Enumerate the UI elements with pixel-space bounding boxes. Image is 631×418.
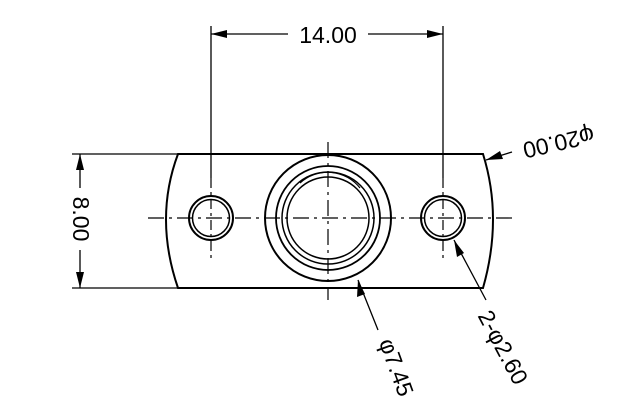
arrowhead-center-hole — [357, 280, 365, 297]
dimension-height-label: 8.00 — [68, 197, 94, 242]
dimension-width-label: 14.00 — [299, 22, 357, 48]
dimension-center-hole-label: φ7.45 — [374, 335, 419, 400]
arrowhead-bottom — [76, 272, 84, 288]
arrowhead-arc — [486, 151, 503, 160]
arrowhead-left — [211, 30, 227, 38]
dimension-side-holes-label: 2-φ2.60 — [473, 306, 534, 389]
dimension-side-holes-leader — [453, 239, 487, 301]
arrowhead-right — [427, 30, 443, 38]
arrowhead-side-holes — [454, 240, 464, 257]
dimension-arc-label: φ20.00 — [521, 122, 597, 164]
arrowhead-top — [76, 154, 84, 170]
dimension-height — [72, 153, 178, 289]
part-outline — [165, 153, 494, 289]
dimension-center-hole-leader — [357, 279, 379, 331]
center-lines — [148, 142, 512, 300]
dimension-arc-leader — [485, 151, 513, 161]
dimension-width — [210, 26, 444, 178]
